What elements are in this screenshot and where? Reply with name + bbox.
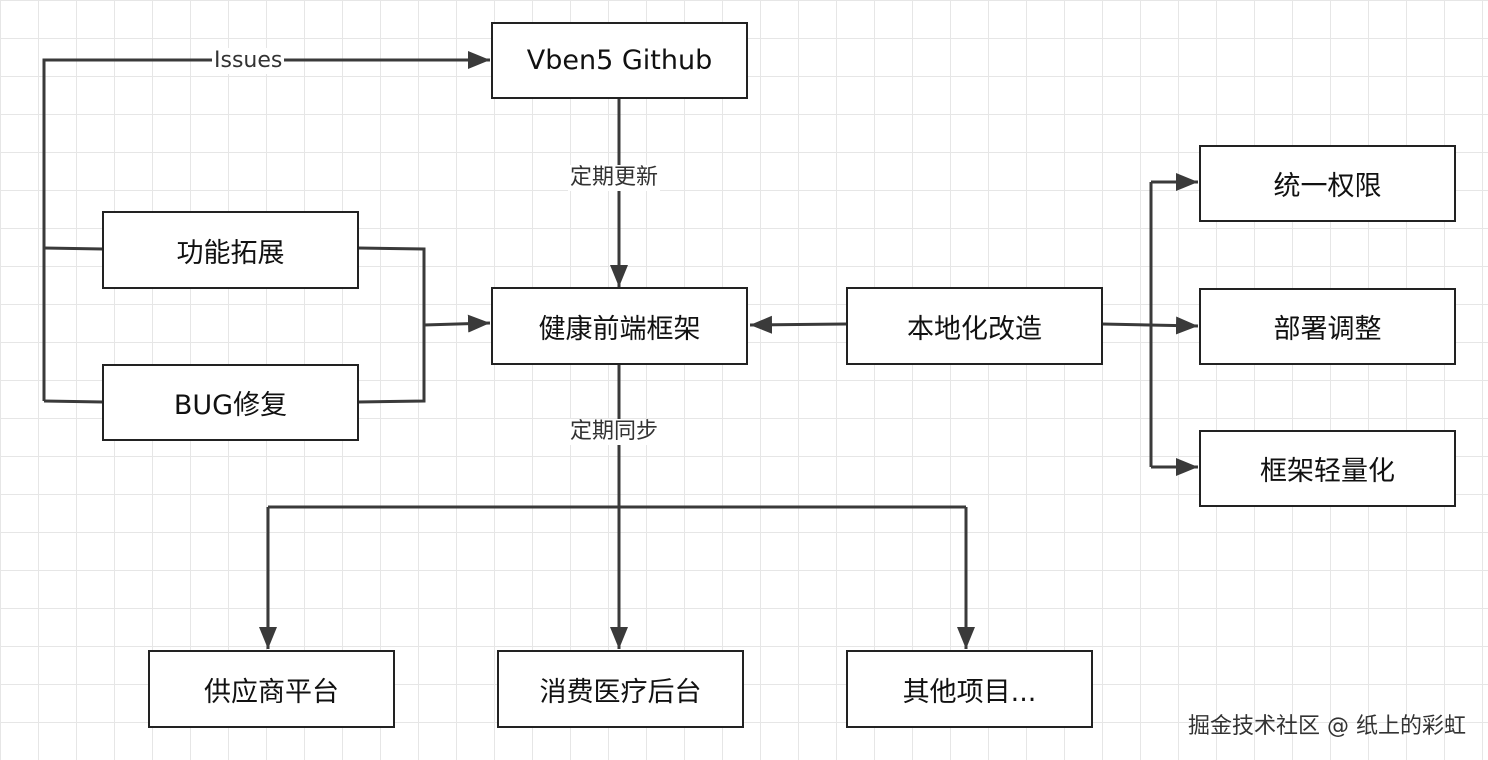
edge-label-periodic-update: 定期更新 [568,165,661,191]
node-unified-permission[interactable]: 统一权限 [1199,145,1456,222]
edge-label-periodic-sync: 定期同步 [568,419,661,445]
edge-localization-to-framework [749,315,847,334]
edge-bug-to-loop [43,399,104,404]
edge-label-issues: Issues [212,48,285,74]
edge-merge-to-framework [423,314,491,333]
node-consumer-medical-admin[interactable]: 消费医疗后台 [497,650,744,728]
node-feature-extension[interactable]: 功能拓展 [102,211,359,289]
node-other-projects[interactable]: 其他项目... [846,650,1093,728]
edge-feature-merge [357,246,426,404]
node-supplier-platform[interactable]: 供应商平台 [148,650,395,728]
node-framework-lightweight[interactable]: 框架轻量化 [1199,430,1456,507]
node-vben5-github[interactable]: Vben5 Github [491,22,748,99]
node-localization[interactable]: 本地化改造 [846,287,1103,365]
edge-feature-to-loop [43,246,104,251]
watermark: 掘金技术社区 @ 纸上的彩虹 [1188,714,1466,739]
node-deploy-adjustment[interactable]: 部署调整 [1199,288,1456,365]
edge-issues-to-github [42,51,490,401]
node-health-frontend-framework[interactable]: 健康前端框架 [491,287,748,365]
node-bug-fix[interactable]: BUG修复 [102,364,359,441]
